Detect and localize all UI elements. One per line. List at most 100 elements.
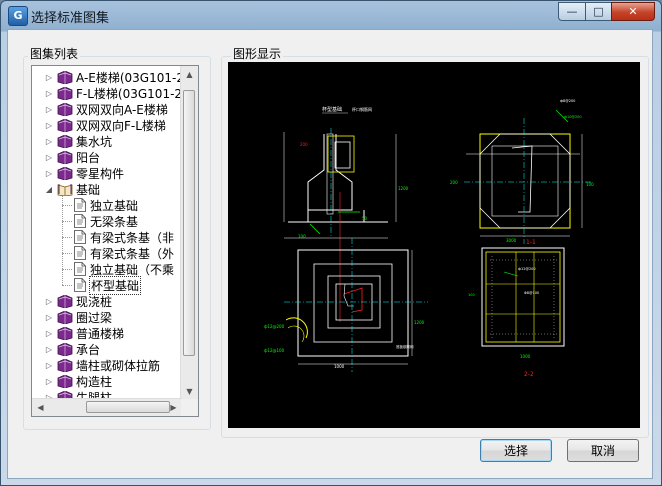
tree-child-node[interactable]: 独立基础 bbox=[62, 197, 138, 213]
tree-node-label: A-E楼梯(03G101-2) bbox=[76, 70, 182, 85]
section1-rebar-d: ф10@200 bbox=[564, 115, 582, 119]
expand-arrow-icon[interactable]: ▷ bbox=[45, 72, 53, 82]
document-icon bbox=[74, 230, 86, 244]
document-icon bbox=[74, 198, 86, 212]
window-title: 选择标准图集 bbox=[31, 11, 110, 26]
section1-dim-300: 200 bbox=[450, 180, 458, 185]
tree-node[interactable]: ▷现浇桩 bbox=[44, 293, 112, 309]
tree-branch-line bbox=[62, 205, 72, 206]
expand-arrow-icon[interactable]: ▷ bbox=[45, 328, 53, 338]
tree-node[interactable]: ▷ A-E楼梯(03G101-2) bbox=[44, 69, 182, 85]
tree-node-label: 墙柱或砌体拉筋 bbox=[76, 358, 161, 373]
scroll-right-arrow-icon[interactable]: ▶ bbox=[170, 403, 177, 412]
document-icon bbox=[74, 262, 86, 276]
tree-connector-line bbox=[62, 195, 63, 285]
tree-node[interactable]: ▷ 零星构件 bbox=[44, 165, 124, 181]
tree-node[interactable]: ▷ 承台 bbox=[44, 341, 100, 357]
tree-horizontal-scrollbar[interactable]: ◀ ▶ bbox=[32, 398, 182, 416]
tree-node[interactable]: ▷ F-L楼梯(03G101-2) bbox=[44, 85, 182, 101]
tree-node[interactable]: ◢基础 bbox=[44, 181, 100, 197]
minimize-button[interactable]: — bbox=[558, 2, 585, 21]
tree-branch-line bbox=[62, 221, 72, 222]
plan-rebar-a: ф12@200 bbox=[264, 324, 285, 329]
tree-node[interactable]: ▷ 牛腿柱 bbox=[44, 389, 112, 400]
tree-node-label: 阳台 bbox=[76, 150, 101, 165]
cancel-button[interactable]: 取消 bbox=[567, 439, 639, 462]
section2-dim-100: 100 bbox=[468, 293, 475, 297]
scroll-up-arrow-icon[interactable]: ▲ bbox=[186, 70, 193, 79]
drawing-preview: 杯型基础 杯口钢筋网 200 1200 50 100 ф12@200 ф12@1… bbox=[228, 62, 640, 428]
tree-node[interactable]: ▷ 阳台 bbox=[44, 149, 100, 165]
tree-child-node[interactable]: 杯型基础 bbox=[62, 275, 142, 295]
scrollbar-corner bbox=[181, 399, 198, 416]
document-icon bbox=[74, 214, 86, 228]
select-button[interactable]: 选择 bbox=[480, 439, 552, 462]
tree-child-node[interactable]: 有梁式条基（非 bbox=[62, 229, 174, 245]
elevation-view: 杯型基础 杯口钢筋网 200 1200 50 100 bbox=[283, 106, 409, 322]
vertical-scroll-thumb[interactable] bbox=[183, 90, 195, 356]
tree-node[interactable]: ▷ 构造柱 bbox=[44, 373, 112, 389]
expand-arrow-icon[interactable]: ▷ bbox=[45, 88, 53, 98]
expand-arrow-icon[interactable]: ▷ bbox=[45, 152, 53, 162]
section1-rebar-c: ф8@200 bbox=[560, 99, 575, 103]
tree-branch-line bbox=[62, 253, 72, 254]
close-button[interactable]: ✕ bbox=[611, 2, 655, 21]
document-icon bbox=[74, 278, 86, 292]
expand-arrow-icon[interactable]: ▷ bbox=[45, 120, 53, 130]
tree-node-label: 牛腿柱 bbox=[76, 390, 113, 401]
elevation-dim-100: 100 bbox=[298, 234, 306, 239]
expand-arrow-icon[interactable]: ▷ bbox=[45, 168, 53, 178]
scroll-left-arrow-icon[interactable]: ◀ bbox=[37, 403, 44, 412]
tree-node-label: F-L楼梯(03G101-2) bbox=[76, 86, 182, 101]
tree-child-node[interactable]: 独立基础（不乘 bbox=[62, 261, 174, 277]
tree-node-label: 零星构件 bbox=[76, 166, 125, 181]
title-bar[interactable]: G 选择标准图集 — □ ✕ bbox=[1, 1, 661, 29]
elevation-note: 杯口钢筋网 bbox=[352, 106, 372, 112]
tree-node[interactable]: ▷ 圈过梁 bbox=[44, 309, 112, 325]
plan-rebar-b: ф12@100 bbox=[264, 348, 285, 353]
section1-dim-3000: 3000 bbox=[506, 238, 517, 243]
document-icon bbox=[74, 246, 86, 260]
elevation-dim-1200: 1200 bbox=[398, 186, 409, 191]
tree-group-label: 图集列表 bbox=[28, 45, 81, 62]
tree-node-label: 构造柱 bbox=[76, 374, 113, 389]
book-icon bbox=[57, 390, 73, 400]
tree-branch-line bbox=[62, 269, 72, 270]
horizontal-scroll-thumb[interactable] bbox=[86, 401, 170, 413]
tree-node[interactable]: ▷ 普通楼梯 bbox=[44, 325, 124, 341]
atlas-tree[interactable]: ▷ A-E楼梯(03G101-2) ▷ F-L楼梯(03G101-2)▷双网双向A-E… bbox=[31, 65, 199, 417]
tree-node[interactable]: ▷ 墙柱或砌体拉筋 bbox=[44, 357, 160, 373]
expand-arrow-icon[interactable]: ▷ bbox=[45, 360, 53, 370]
expand-arrow-icon[interactable]: ▷ bbox=[45, 376, 53, 386]
tree-branch-line bbox=[62, 237, 72, 238]
book-icon bbox=[57, 86, 73, 100]
tree-node[interactable]: ▷双网双向F-L楼梯 bbox=[44, 117, 166, 133]
plan-dim-1200: 1200 bbox=[414, 320, 425, 325]
tree-vertical-scrollbar[interactable]: ▲ ▼ bbox=[180, 66, 198, 400]
expand-arrow-icon[interactable]: ▷ bbox=[45, 136, 53, 146]
tree-node[interactable]: ▷双网双向A-E楼梯 bbox=[44, 101, 168, 117]
expanded-arrow-icon[interactable]: ◢ bbox=[45, 184, 53, 194]
tree-node-label: 普通楼梯 bbox=[76, 326, 125, 341]
expand-arrow-icon[interactable]: ▷ bbox=[45, 104, 53, 114]
expand-arrow-icon[interactable]: ▷ bbox=[45, 344, 53, 354]
open-book-icon bbox=[57, 183, 73, 196]
plan-view: ф12@200 ф12@100 1200 1000 底板钢筋网 bbox=[264, 238, 428, 372]
section2-rebar-e: Φ8@100 bbox=[524, 291, 539, 295]
section-2-2-label: 2-2 bbox=[524, 371, 534, 378]
maximize-button[interactable]: □ bbox=[585, 2, 611, 21]
plan-note: 底板钢筋网 bbox=[396, 344, 414, 349]
book-icon bbox=[57, 374, 73, 388]
tree-node[interactable]: ▷集水坑 bbox=[44, 133, 112, 149]
expand-arrow-icon[interactable]: ▷ bbox=[45, 312, 53, 322]
tree-node-label: 承台 bbox=[76, 342, 101, 357]
expand-arrow-icon[interactable]: ▷ bbox=[45, 392, 53, 401]
book-icon bbox=[57, 294, 73, 308]
tree-child-node[interactable]: 有梁式条基（外 bbox=[62, 245, 174, 261]
expand-arrow-icon[interactable]: ▷ bbox=[45, 296, 53, 306]
scroll-down-arrow-icon[interactable]: ▼ bbox=[186, 387, 193, 396]
book-icon bbox=[57, 102, 73, 116]
tree-node-label: 圈过梁 bbox=[76, 310, 113, 325]
tree-child-node[interactable]: 无梁条基 bbox=[62, 213, 138, 229]
tree-node-label: 有梁式条基（外 bbox=[90, 246, 175, 261]
